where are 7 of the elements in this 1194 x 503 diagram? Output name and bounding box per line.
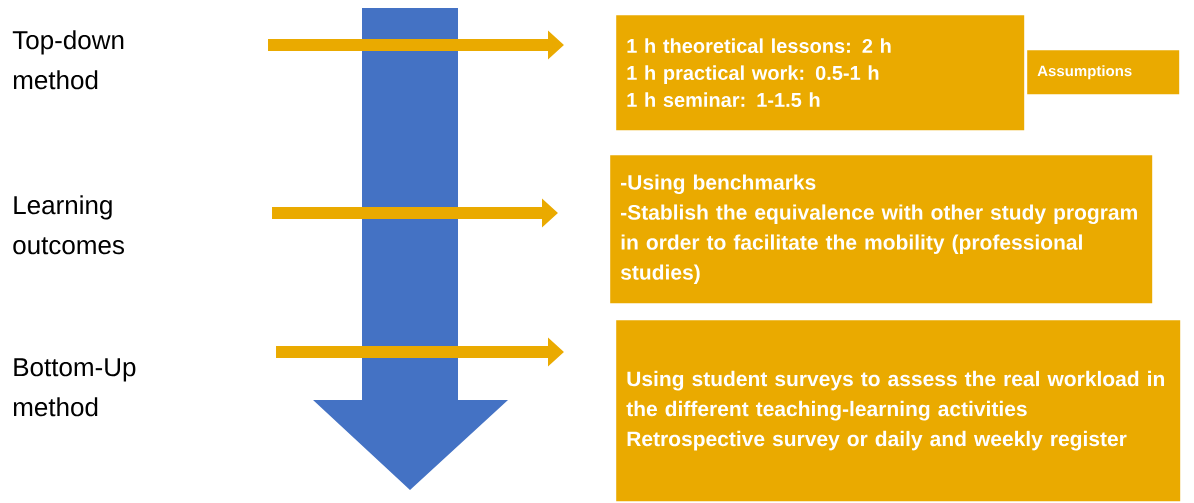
text-box: 1 h theoretical lessons: 2 h 1 h practical work: 0.5-1 h 1 h seminar: 1-1.5 h [616, 15, 1025, 131]
method-label: Top-down method [12, 30, 124, 90]
text-box: Using student surveys to assess the real workload in the different teaching-learning activities Retrospective survey or daily and weekly register [616, 320, 1181, 502]
method-label: Learning outcomes [13, 195, 124, 255]
label-box: Assumptions [1027, 50, 1180, 95]
text-box: -Using benchmarks -Stablish the equivalence with other study program in order to facilitate the mobility (professional studies) [610, 155, 1153, 304]
method-label: Bottom-Up method [13, 358, 136, 417]
